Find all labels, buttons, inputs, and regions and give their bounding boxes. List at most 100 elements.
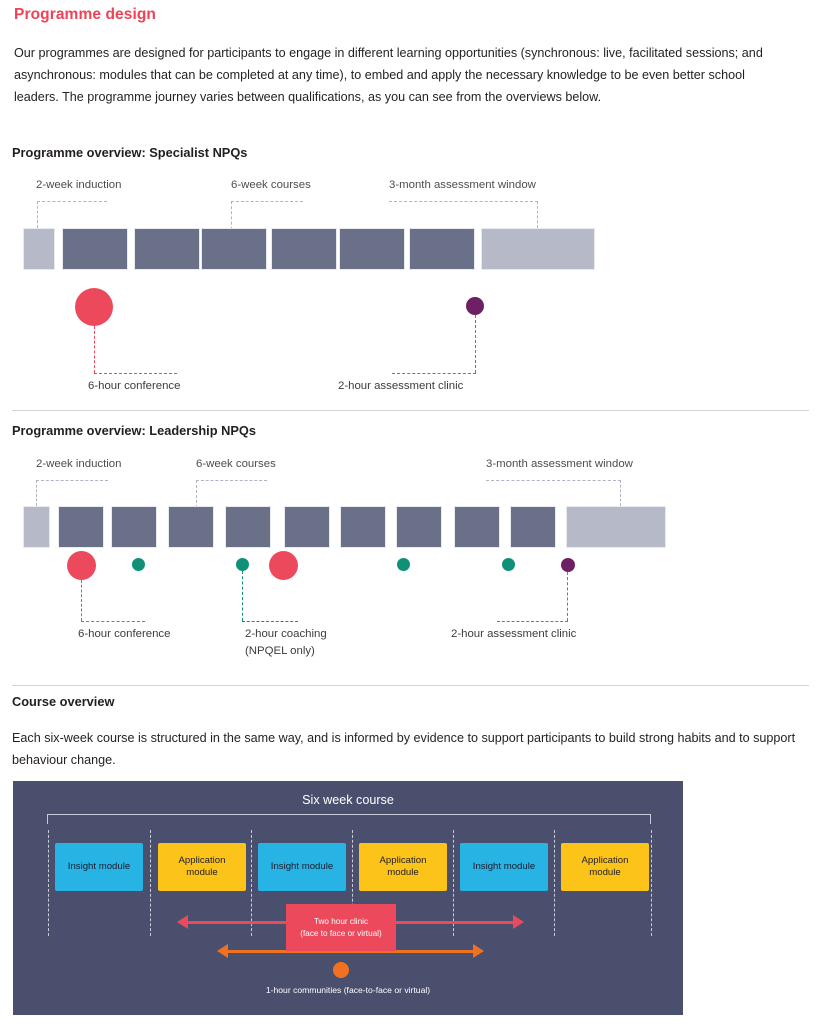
- bracket-label-assessment: 3-month assessment window: [389, 179, 536, 191]
- bracket-leg-assessment: [537, 201, 538, 233]
- module-insight[interactable]: Insight module: [258, 843, 346, 891]
- module-label-line2: module: [186, 867, 218, 878]
- timeline-bar-course: [409, 228, 475, 270]
- timeline-bar-course: [271, 228, 337, 270]
- week-separator: [251, 830, 252, 936]
- timeline-bar-course: [201, 228, 267, 270]
- marker-assessment-leader-v: [567, 572, 568, 621]
- bracket-line-induction: [37, 201, 107, 202]
- module-insight[interactable]: Insight module: [460, 843, 548, 891]
- bracket-leg-assessment: [620, 480, 621, 511]
- marker-conference-dot: [75, 288, 113, 326]
- marker-assessment-leader-h: [497, 621, 568, 622]
- marker-conference-leader-v: [94, 326, 95, 373]
- communities-arrow-head-left: [217, 944, 228, 958]
- marker-label-assessment-clinic: 2-hour assessment clinic: [338, 380, 464, 392]
- timeline-bar-induction: [23, 506, 50, 548]
- module-label-line1: Application: [379, 855, 427, 866]
- clinic-label-line2: (face to face or virtual): [300, 928, 382, 938]
- bracket-leg-courses: [196, 480, 197, 518]
- timeline-bar-course: [396, 506, 442, 548]
- module-application[interactable]: Application module: [561, 843, 649, 891]
- course-overview-diagram: Six week course Insight module Applicati…: [13, 781, 683, 1015]
- marker-label-coaching-line2: (NPQEL only): [245, 645, 315, 657]
- communities-label: 1-hour communities (face-to-face or virt…: [265, 985, 431, 995]
- bracket-line-courses: [196, 480, 267, 481]
- clinic-arrow-head-left: [177, 915, 188, 929]
- week-separator: [352, 830, 353, 936]
- week-separator: [651, 830, 652, 936]
- bracket-line-courses: [231, 201, 303, 202]
- marker-conference-leader-v: [81, 580, 82, 621]
- module-application[interactable]: Application module: [158, 843, 246, 891]
- bracket-line-assessment: [389, 201, 538, 202]
- clinic-label-line1: Two hour clinic: [313, 916, 369, 926]
- module-application[interactable]: Application module: [359, 843, 447, 891]
- marker-coaching-dot: [236, 558, 249, 571]
- module-label: Insight module: [472, 861, 536, 872]
- six-week-span-bracket: [47, 814, 651, 824]
- leadership-heading: Programme overview: Leadership NPQs: [12, 423, 256, 438]
- marker-assessment-leader-v: [475, 315, 476, 373]
- bracket-line-assessment: [486, 480, 621, 481]
- bracket-leg-courses: [231, 201, 232, 240]
- communities-arrow-line: [228, 950, 473, 953]
- week-separator: [453, 830, 454, 936]
- module-label: Insight module: [270, 861, 334, 872]
- timeline-bar-induction: [23, 228, 55, 270]
- marker-coaching-dot: [502, 558, 515, 571]
- section-divider: [12, 685, 809, 686]
- timeline-bar-course: [284, 506, 330, 548]
- communities-marker-dot: [333, 962, 349, 978]
- page-title: Programme design: [14, 6, 157, 23]
- week-separator: [150, 830, 151, 936]
- module-label: Insight module: [67, 861, 131, 872]
- marker-assessment-clinic-dot: [466, 297, 484, 315]
- week-separator: [48, 830, 49, 936]
- marker-label-coaching-line1: 2-hour coaching: [245, 628, 327, 640]
- timeline-bar-course: [340, 506, 386, 548]
- timeline-bar-course: [339, 228, 405, 270]
- bracket-label-courses: 6-week courses: [196, 458, 276, 470]
- marker-conference-leader-h: [94, 373, 177, 374]
- timeline-bar-course: [134, 228, 200, 270]
- bracket-leg-induction: [36, 480, 37, 506]
- marker-label-conference: 6-hour conference: [88, 380, 181, 392]
- communities-arrow-head-right: [473, 944, 484, 958]
- marker-assessment-clinic-dot: [561, 558, 575, 572]
- marker-conference-leader-h: [81, 621, 145, 622]
- timeline-bar-assessment: [481, 228, 595, 270]
- marker-conference-dot: [67, 551, 96, 580]
- marker-coaching-leader-h: [242, 621, 298, 622]
- bracket-label-assessment: 3-month assessment window: [486, 458, 633, 470]
- timeline-bar-course: [58, 506, 104, 548]
- module-insight[interactable]: Insight module: [55, 843, 143, 891]
- timeline-bar-course: [454, 506, 500, 548]
- bracket-leg-induction: [37, 201, 38, 228]
- marker-coaching-dot: [132, 558, 145, 571]
- timeline-bar-assessment: [566, 506, 666, 548]
- timeline-bar-course: [111, 506, 157, 548]
- bracket-line-induction: [36, 480, 108, 481]
- timeline-bar-course: [225, 506, 271, 548]
- two-hour-clinic-box[interactable]: Two hour clinic (face to face or virtual…: [286, 904, 396, 951]
- bracket-label-courses: 6-week courses: [231, 179, 311, 191]
- module-label-line2: module: [387, 867, 419, 878]
- bracket-label-induction: 2-week induction: [36, 179, 122, 191]
- timeline-bar-course: [168, 506, 214, 548]
- timeline-bar-course: [62, 228, 128, 270]
- diagram-title: Six week course: [302, 793, 394, 807]
- intro-paragraph: Our programmes are designed for particip…: [14, 46, 763, 104]
- timeline-bar-course: [510, 506, 556, 548]
- marker-assessment-leader-h: [392, 373, 476, 374]
- marker-label-assessment-clinic: 2-hour assessment clinic: [451, 628, 577, 640]
- module-label-line1: Application: [581, 855, 629, 866]
- marker-label-conference: 6-hour conference: [78, 628, 171, 640]
- bracket-label-induction: 2-week induction: [36, 458, 122, 470]
- specialist-heading: Programme overview: Specialist NPQs: [12, 145, 248, 160]
- clinic-arrow-head-right: [513, 915, 524, 929]
- marker-coaching-leader-v: [242, 571, 243, 621]
- course-intro-paragraph: Each six-week course is structured in th…: [12, 731, 796, 767]
- module-label-line2: module: [589, 867, 621, 878]
